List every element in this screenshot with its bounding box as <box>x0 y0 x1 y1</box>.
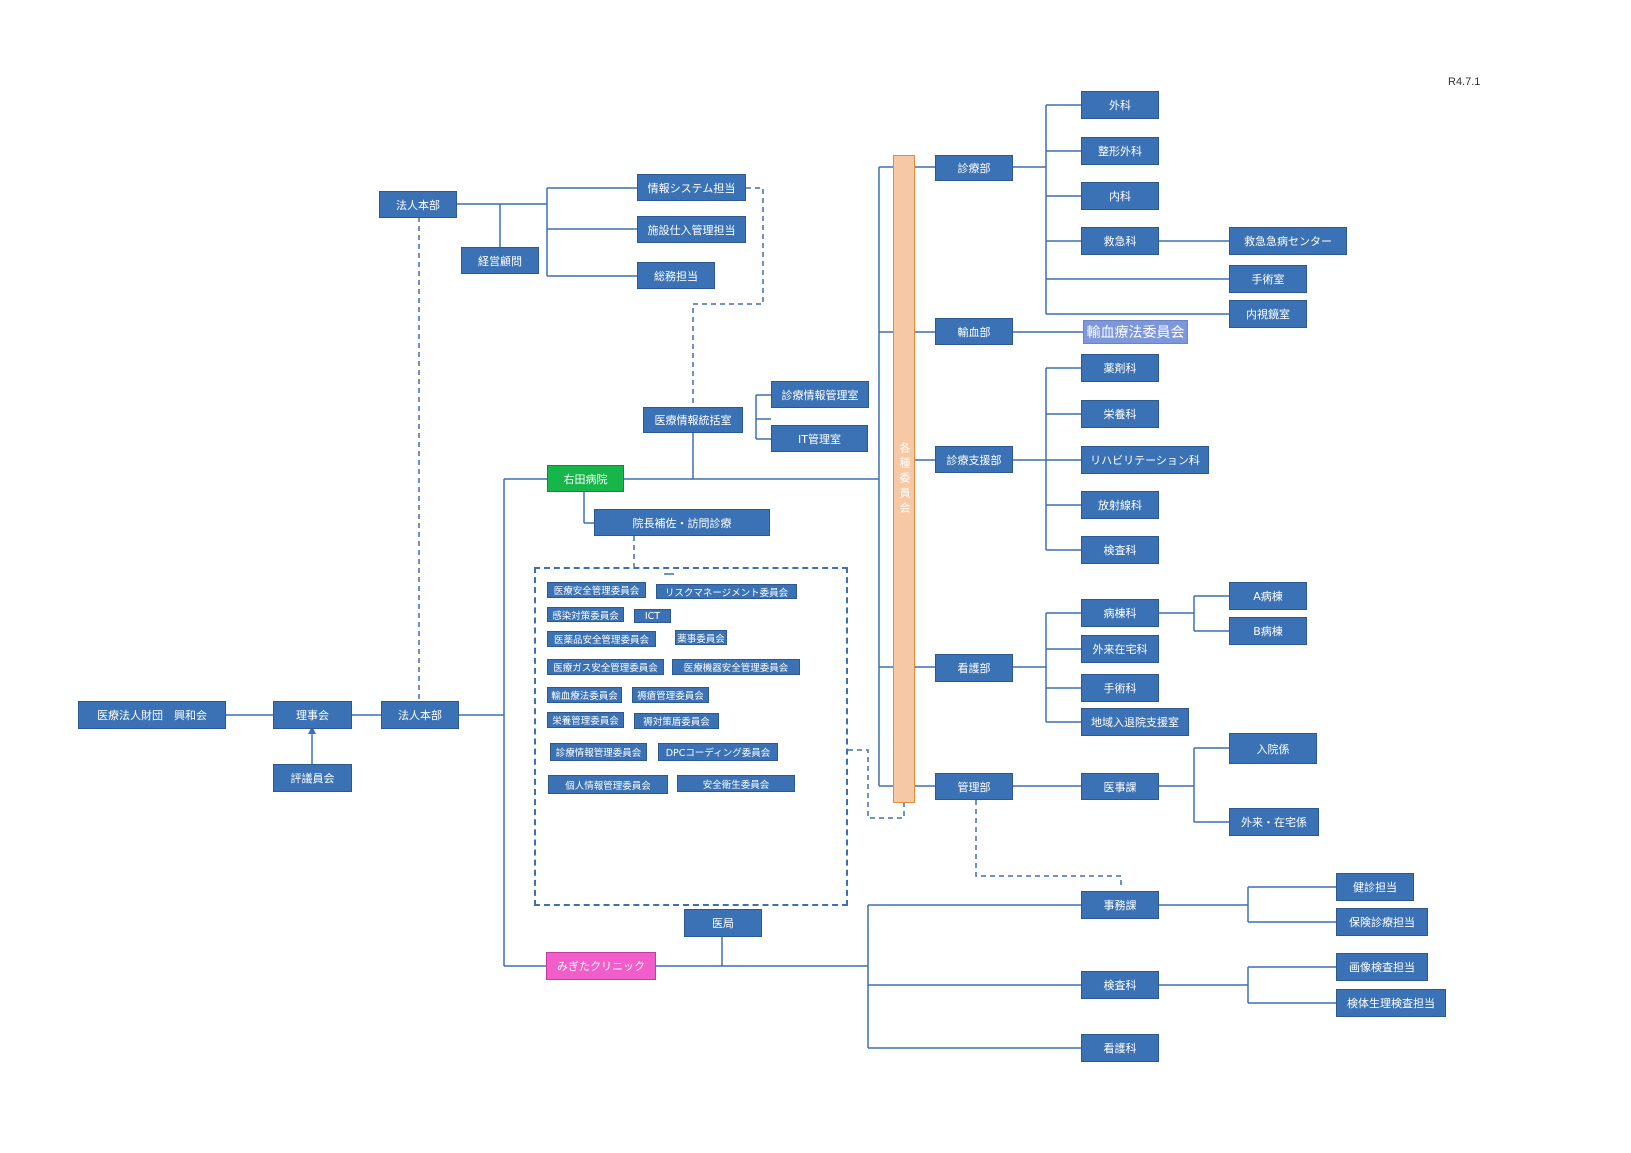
imaging-box: 画像検査担当 <box>1336 953 1428 981</box>
office-box: 事務課 <box>1081 891 1159 919</box>
hq-bottom-box: 法人本部 <box>381 701 459 729</box>
committee-item: DPCコーディング委員会 <box>658 743 778 761</box>
clinic-nursing-box: 看護科 <box>1081 1034 1159 1062</box>
committee-item: 診療情報管理委員会 <box>550 743 647 761</box>
radiology-box: 放射線科 <box>1081 491 1159 519</box>
medical-office-box: 医局 <box>684 909 762 937</box>
endoscopy-box: 内視鏡室 <box>1229 300 1307 328</box>
ward-a-box: A病棟 <box>1229 582 1307 610</box>
committee-item: 安全衛生委員会 <box>677 775 795 792</box>
hq-top-box: 法人本部 <box>379 191 457 218</box>
committee-item: 医療ガス安全管理委員会 <box>547 659 664 675</box>
committee-item: 感染対策委員会 <box>547 607 624 622</box>
pharmacy-box: 薬剤科 <box>1081 354 1159 382</box>
committees-vertical-bar: 各種委員会 <box>893 155 915 803</box>
clinical-info-mgmt-box: 診療情報管理室 <box>771 381 869 408</box>
clinic-box: みぎたクリニック <box>546 952 656 980</box>
medical-affairs-box: 医事課 <box>1081 773 1159 800</box>
committee-item: ICT <box>634 609 671 623</box>
surgery-box: 外科 <box>1081 91 1159 119</box>
emergency-center-box: 救急急病センター <box>1229 227 1347 255</box>
committee-group-frame <box>534 567 848 906</box>
committee-item: 個人情報管理委員会 <box>548 775 668 794</box>
health-check-box: 健診担当 <box>1336 873 1414 901</box>
committee-item: 医療安全管理委員会 <box>547 582 646 598</box>
committee-item: リスクマネージメント委員会 <box>656 584 797 599</box>
ward-b-box: B病棟 <box>1229 617 1307 645</box>
insurance-box: 保険診療担当 <box>1336 908 1428 936</box>
council-box: 評議員会 <box>273 764 352 792</box>
version-label: R4.7.1 <box>1448 76 1481 88</box>
rehab-box: リハビリテーション科 <box>1081 446 1209 474</box>
transfusion-committee-box: 輸血療法委員会 <box>1083 320 1188 344</box>
advisor-box: 経営顧問 <box>461 247 539 274</box>
support-dept-box: 診療支援部 <box>935 446 1013 473</box>
nursing-dept-box: 看護部 <box>935 654 1013 682</box>
director-assist-box: 院長補佐・訪問診療 <box>594 509 770 536</box>
outpatient-home-box: 外来在宅科 <box>1081 635 1159 663</box>
management-dept-box: 管理部 <box>935 773 1013 800</box>
it-system-box: 情報システム担当 <box>637 174 746 201</box>
nutrition-box: 栄養科 <box>1081 400 1159 428</box>
committee-item: 褥対策盾委員会 <box>634 713 719 729</box>
transfusion-dept-box: 輸血部 <box>935 318 1013 345</box>
admission-box: 入院係 <box>1229 733 1317 764</box>
med-info-office-box: 医療情報統括室 <box>643 407 743 433</box>
clinical-dept-box: 診療部 <box>935 155 1013 181</box>
hospital-box: 右田病院 <box>547 465 624 492</box>
outpatient-home-staff-box: 外来・在宅係 <box>1229 808 1319 836</box>
committee-item: 医療機器安全管理委員会 <box>672 659 800 675</box>
facility-box: 施設仕入管理担当 <box>637 216 746 243</box>
board-box: 理事会 <box>273 701 352 729</box>
internal-box: 内科 <box>1081 182 1159 210</box>
lab-box: 検査科 <box>1081 536 1159 564</box>
emergency-box: 救急科 <box>1081 227 1159 255</box>
specimen-box: 検体生理検査担当 <box>1336 989 1446 1017</box>
surgical-nursing-box: 手術科 <box>1081 674 1159 702</box>
foundation-box: 医療法人財団 興和会 <box>78 701 226 729</box>
clinic-lab-box: 検査科 <box>1081 971 1159 999</box>
regional-discharge-box: 地域入退院支援室 <box>1081 708 1189 736</box>
committee-item: 医薬品安全管理委員会 <box>547 631 656 647</box>
ward-box: 病棟科 <box>1081 599 1159 627</box>
general-affairs-box: 総務担当 <box>637 262 715 289</box>
orthopedics-box: 整形外科 <box>1081 137 1159 165</box>
committee-item: 薬事委員会 <box>675 630 727 645</box>
it-mgmt-box: IT管理室 <box>771 425 868 452</box>
committee-item: 栄養管理委員会 <box>547 712 624 728</box>
committee-item: 輸血療法委員会 <box>547 687 622 703</box>
operating-room-box: 手術室 <box>1229 265 1307 293</box>
committee-item: 褥瘡管理委員会 <box>632 687 709 703</box>
